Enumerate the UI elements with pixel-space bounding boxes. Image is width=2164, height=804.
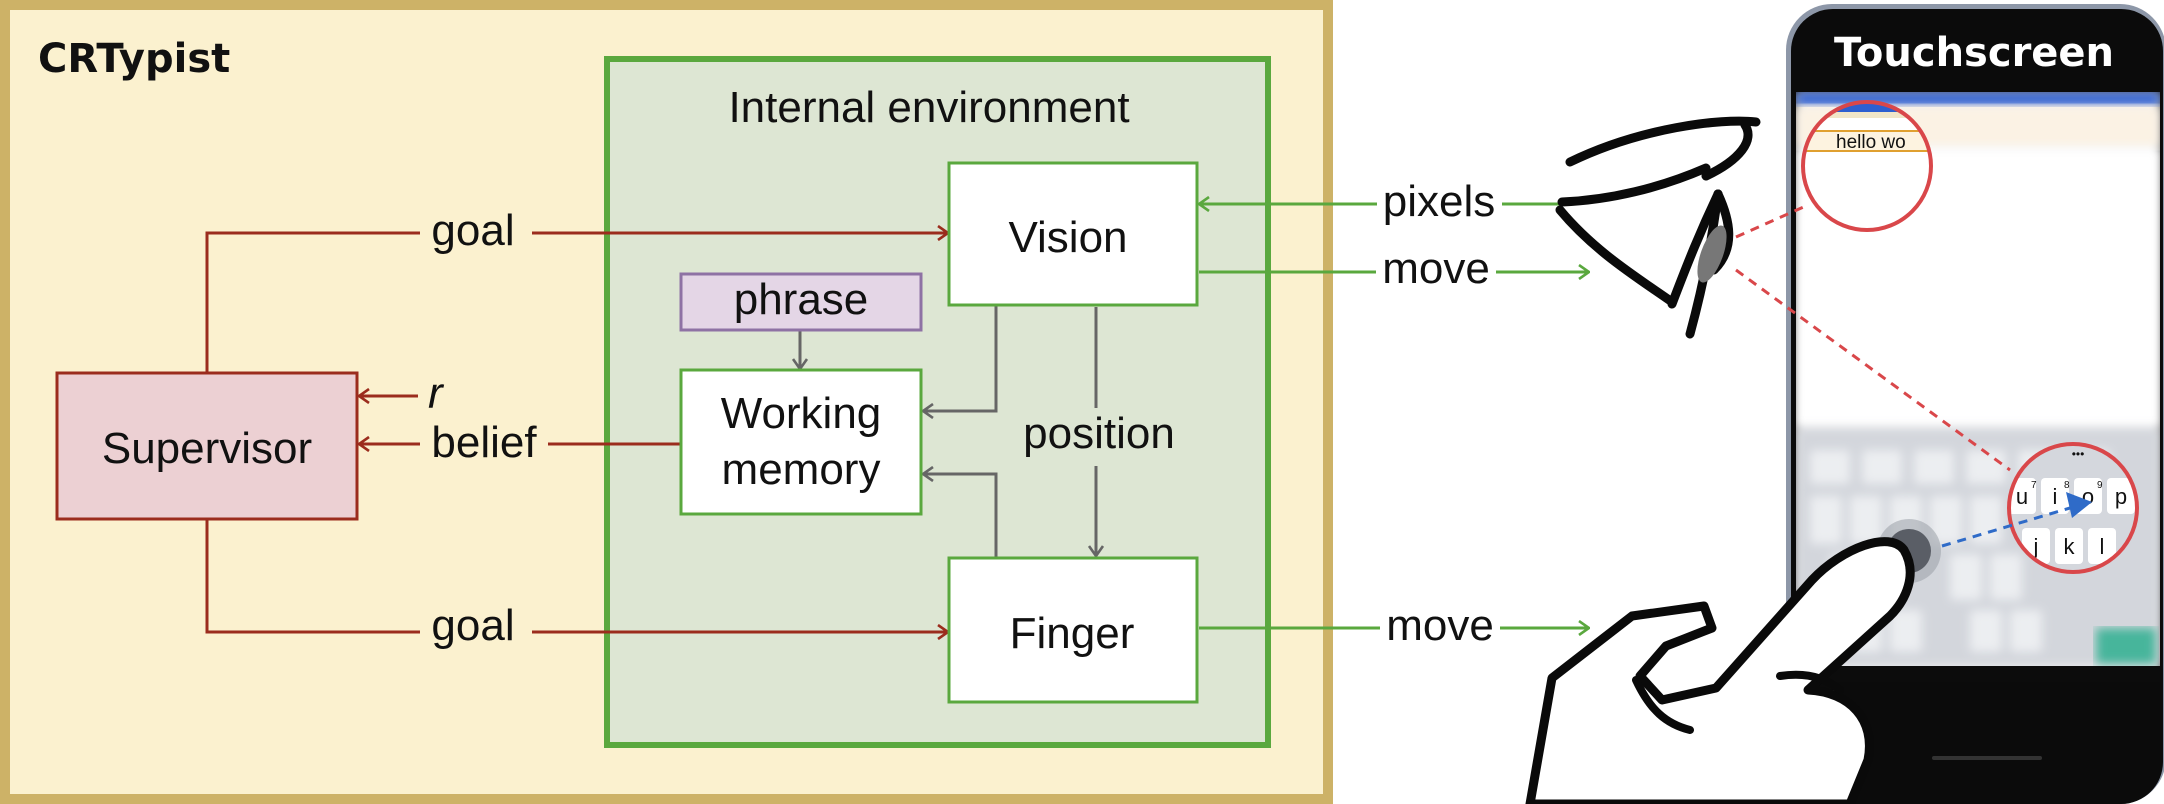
move-eye-label: move [1382,244,1490,293]
r-label: r [428,369,445,418]
key-j: j [2033,534,2039,559]
typed-text: hello wo [1836,132,1906,153]
key-number-7: 7 [2031,480,2037,491]
internal-environment-title: Internal environment [728,83,1129,132]
pixels-label: pixels [1383,177,1496,226]
touchscreen-title: Touchscreen [1834,30,2114,76]
crtypist-title: CRTypist [38,36,230,82]
finger-box [947,556,1199,704]
vision-label: Vision [1008,213,1127,262]
vision-box [947,161,1199,307]
key-number-9: 9 [2097,480,2103,491]
phrase-label: phrase [734,275,869,324]
phrase-box [679,272,923,332]
finger-label: Finger [1010,609,1135,658]
goal-edge-bottom-line [205,519,420,634]
key-u: u [2016,484,2028,509]
text-zoom-circle: hello wo [1801,100,1933,232]
gaze-line-keys [1735,268,2011,472]
supervisor-label: Supervisor [102,424,312,473]
hand-icon [1525,537,1915,804]
eye-icon [1555,116,1761,339]
belief-label: belief [431,418,537,467]
key-k: k [2064,534,2076,559]
working-memory-box [679,368,923,516]
finger-movement-dash [1941,506,2071,548]
goal-edge-top-line [205,231,420,373]
working-memory-label-line1: Working [721,389,882,438]
working-memory-label-line2: memory [722,445,881,494]
finger-to-memory-arrow [923,474,998,558]
key-l: l [2100,534,2105,559]
key-p: p [2115,484,2127,509]
goal-label-bottom: goal [431,601,514,650]
finger-movement-arrowhead [2066,492,2092,518]
position-label: position [1023,409,1175,458]
key-i: i [2053,484,2058,509]
supervisor-box [55,371,359,521]
move-finger-label: move [1386,601,1494,650]
vision-to-memory-arrow [923,305,998,411]
gaze-line-text [1735,203,1809,239]
goal-label-top: goal [431,206,514,255]
key-number-8: 8 [2064,480,2070,491]
key-menu-dots: ••• [2072,447,2085,461]
